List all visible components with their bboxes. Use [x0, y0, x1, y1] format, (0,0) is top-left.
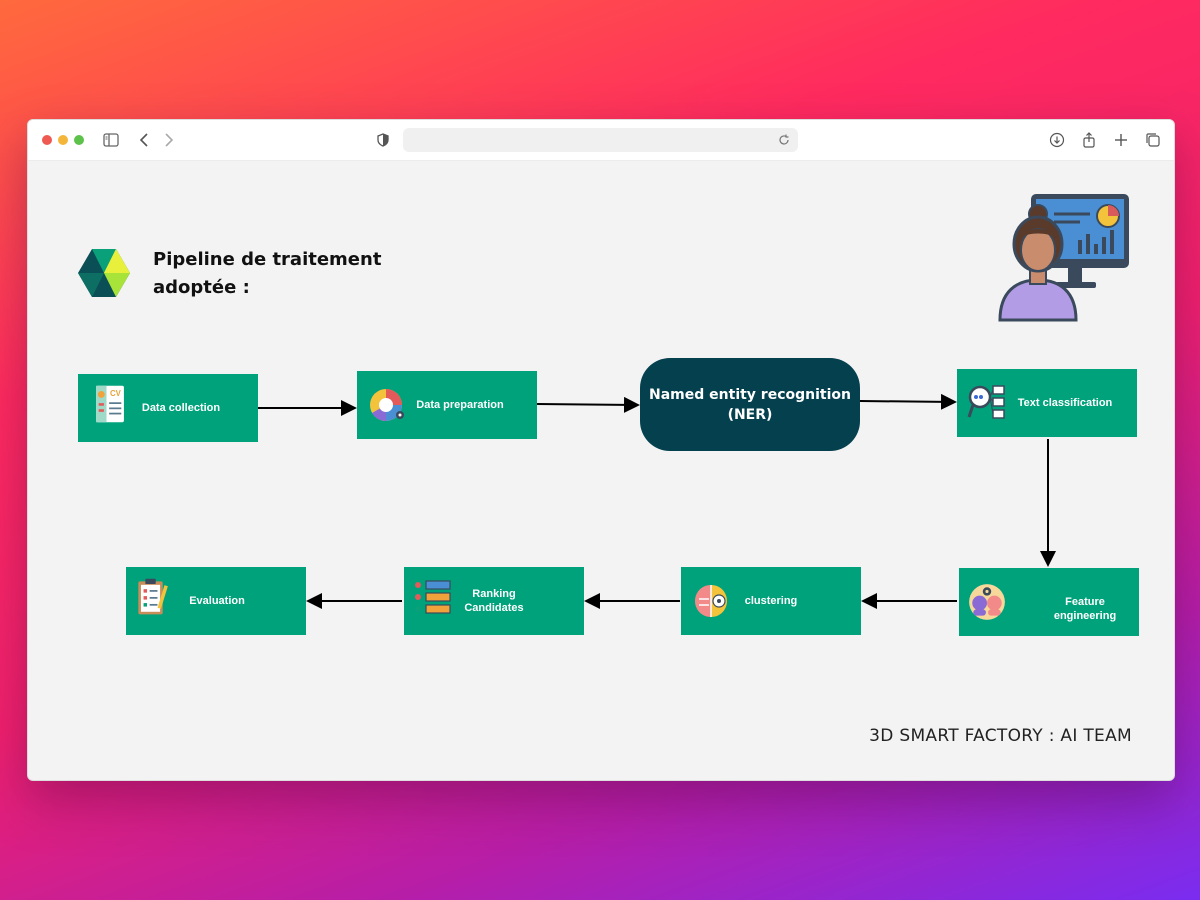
step-data-preparation: Data preparation [357, 371, 537, 439]
sidebar-toggle-icon[interactable] [101, 130, 121, 150]
browser-toolbar [28, 120, 1174, 161]
forward-icon[interactable] [159, 130, 179, 150]
data-collection-label: Data collection [141, 402, 221, 414]
ranking-list-icon [415, 580, 451, 614]
browser-window: Pipeline de traitement adoptée : [27, 119, 1175, 781]
title-line-2: adoptée : [153, 277, 250, 298]
cv-document-icon: CV [96, 385, 124, 423]
step-data-collection: CV Data collection [78, 374, 258, 442]
step-text-classification: Text classification [957, 369, 1137, 437]
step-evaluation: Evaluation [126, 567, 306, 635]
download-icon[interactable] [1047, 130, 1067, 150]
step-ranking-candidates: Ranking Candidates [404, 567, 584, 635]
ranking-label-line-2: Candidates [464, 602, 524, 614]
title-line-1: Pipeline de traitement [153, 249, 382, 270]
text-classification-label: Text classification [1017, 397, 1113, 409]
page-title: Pipeline de traitement adoptée : [153, 246, 393, 302]
minimize-window-button[interactable] [58, 135, 68, 145]
ner-label-line-2: (NER) [727, 406, 773, 423]
svg-text:CV: CV [110, 389, 122, 398]
donut-chart-icon [370, 389, 404, 422]
feature-engineering-label: Feature engineering [1053, 596, 1117, 622]
step-clustering: clustering [681, 567, 861, 635]
ranking-label-line-1: Ranking [472, 588, 516, 600]
footer-team-label: 3D SMART FACTORY : AI TEAM [869, 726, 1132, 746]
back-icon[interactable] [134, 130, 154, 150]
heads-gears-icon [969, 584, 1005, 620]
tab-overview-icon[interactable] [1143, 130, 1163, 150]
clipboard-checklist-icon [138, 578, 168, 615]
slide-canvas: Pipeline de traitement adoptée : [28, 161, 1174, 780]
close-window-button[interactable] [42, 135, 52, 145]
clustering-label: clustering [744, 595, 798, 607]
reload-icon[interactable] [774, 130, 794, 150]
ner-label-line-1: Named entity recognition [649, 386, 851, 403]
step-feature-engineering: Feature engineering [959, 568, 1139, 636]
analyst-monitor-icon [998, 194, 1129, 322]
ranking-label: Ranking Candidates [454, 587, 534, 615]
share-icon[interactable] [1079, 130, 1099, 150]
evaluation-label: Evaluation [189, 595, 245, 607]
data-preparation-label: Data preparation [416, 399, 504, 411]
maximize-window-button[interactable] [74, 135, 84, 145]
step-ner: Named entity recognition (NER) [640, 358, 860, 451]
arrow-preparation-to-ner [536, 396, 640, 413]
magnifier-list-icon [967, 385, 1005, 419]
new-tab-icon[interactable] [1111, 130, 1131, 150]
cube-logo-icon [78, 249, 130, 297]
privacy-shield-icon[interactable] [373, 130, 393, 150]
arrow-ner-to-classification [859, 393, 957, 410]
address-bar[interactable] [403, 128, 798, 152]
brain-icon [695, 585, 727, 617]
